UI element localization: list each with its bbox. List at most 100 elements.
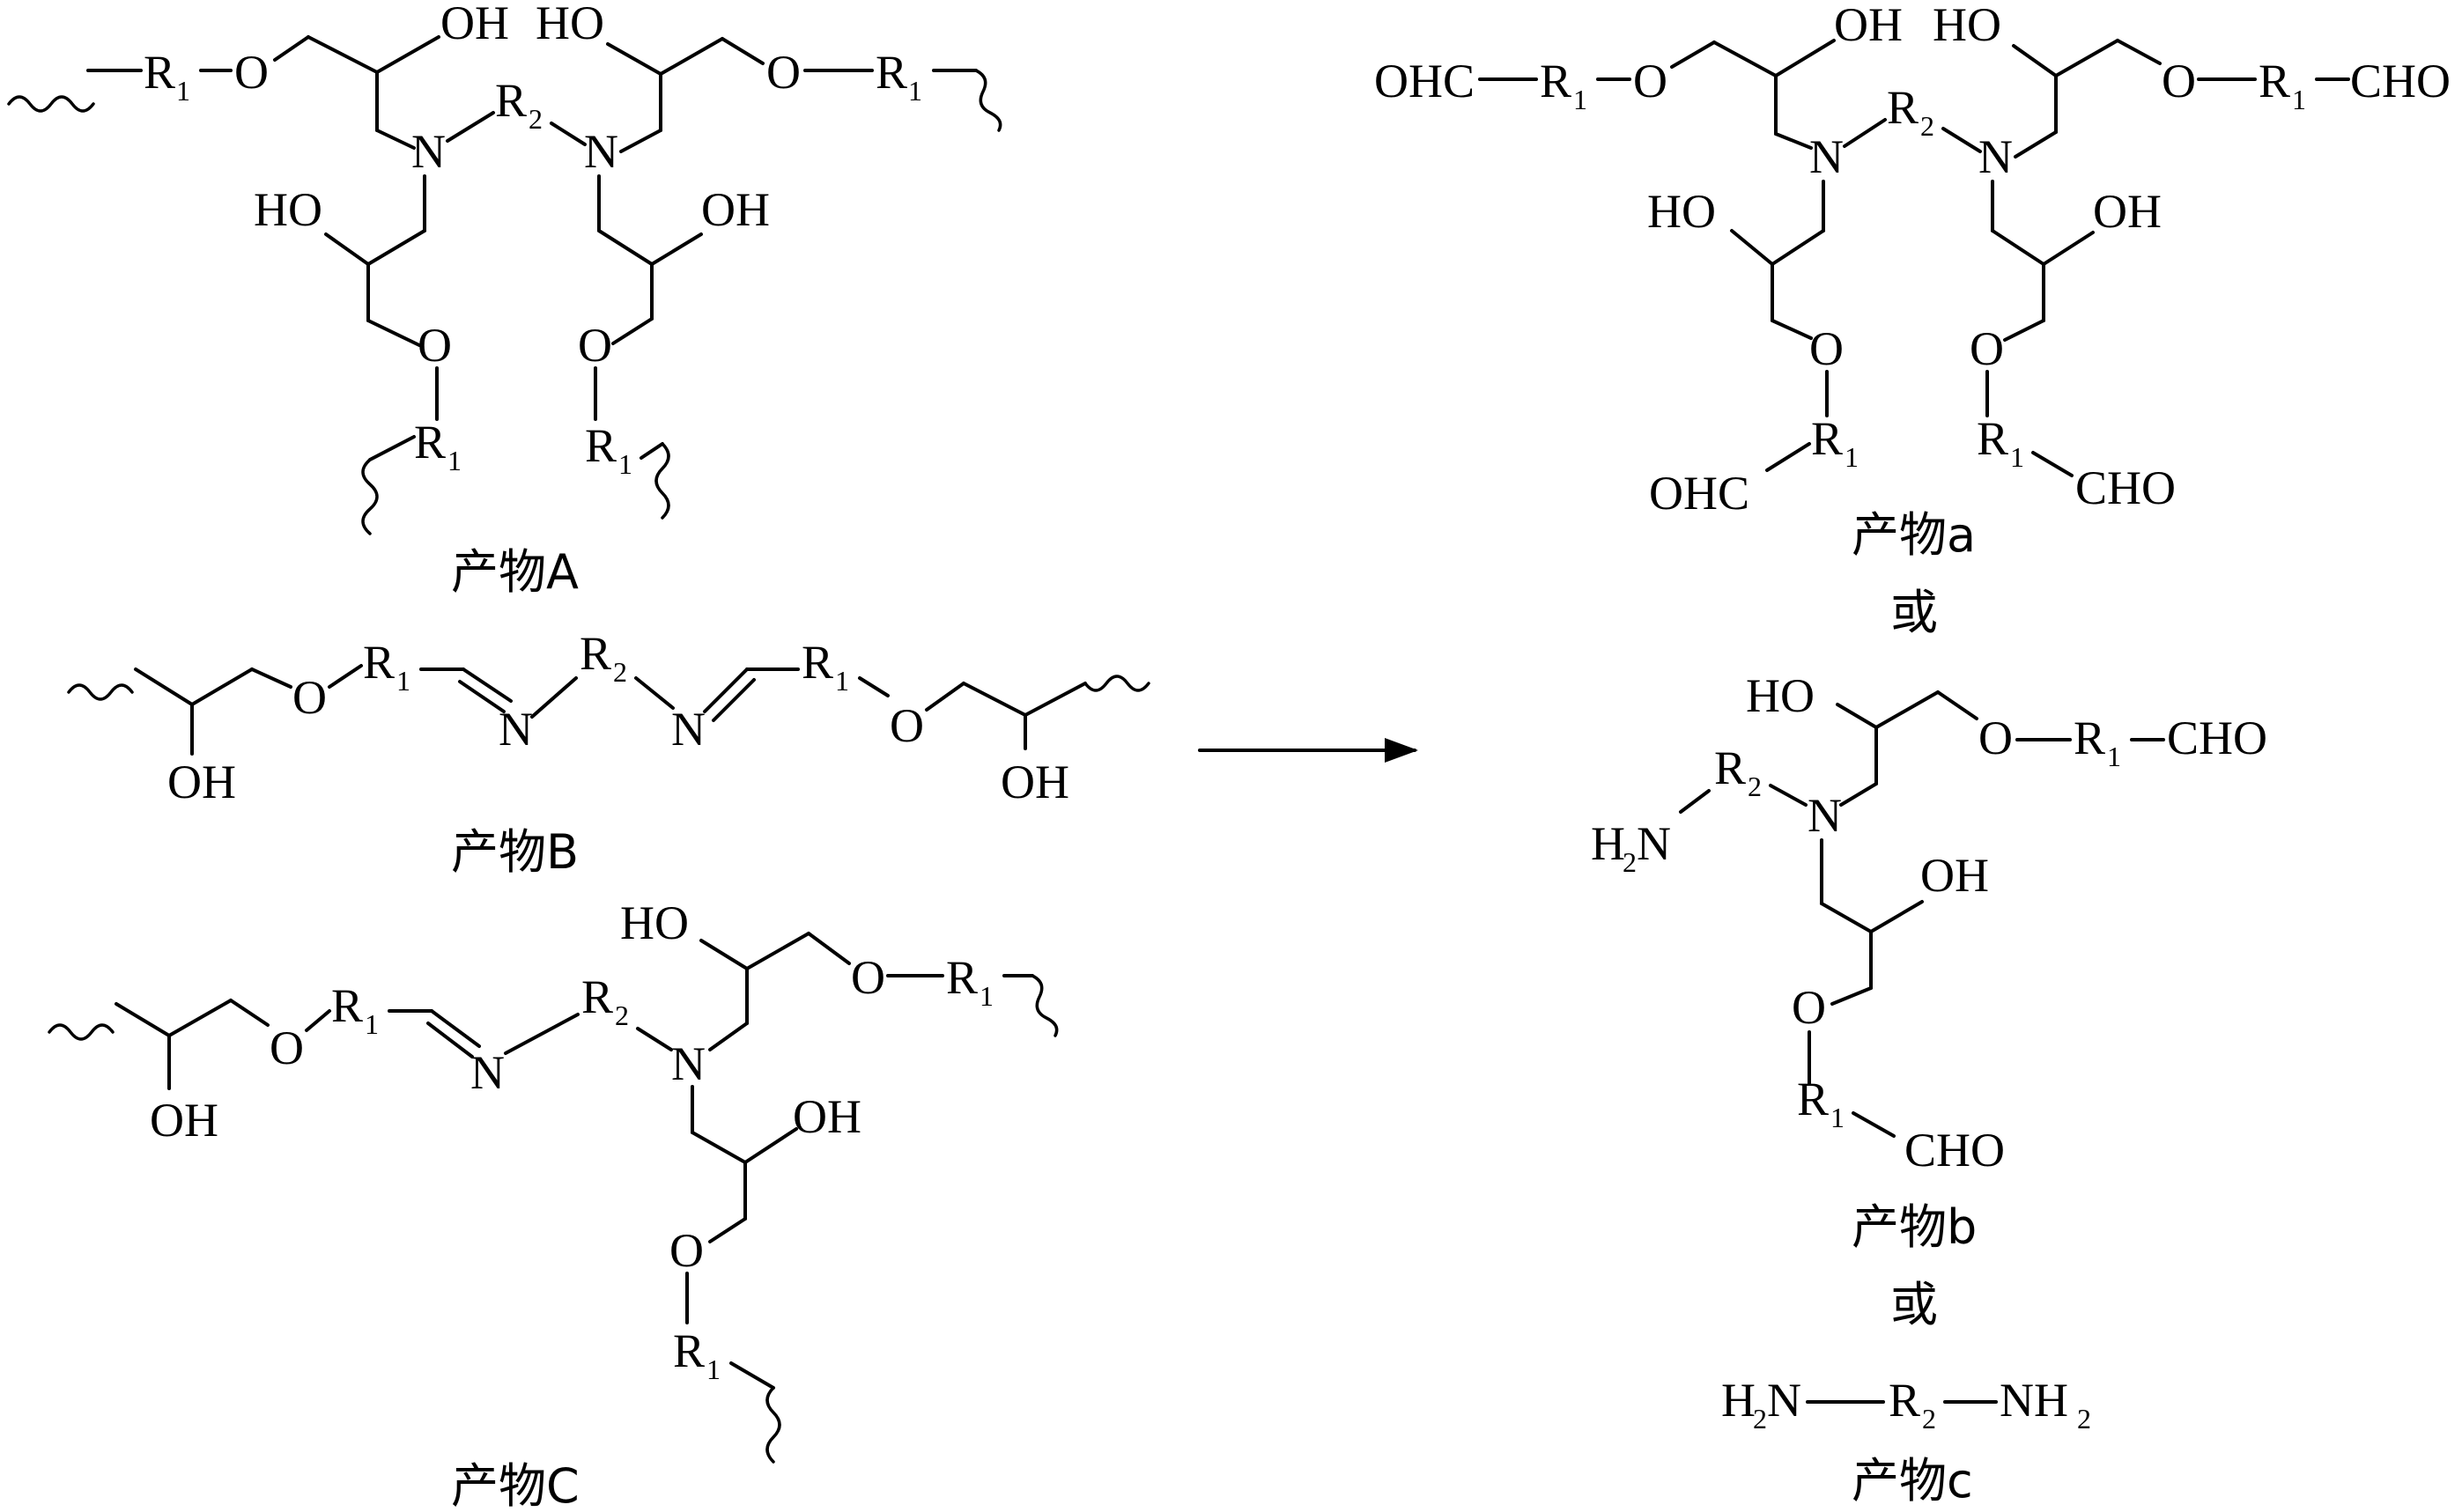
atom-ho: HO bbox=[1933, 0, 2001, 51]
structure-product-b: HO O R 1 CHO N R 2 H 2 N OH O R 1 CHO bbox=[1591, 669, 2267, 1176]
atom-o: O bbox=[1809, 322, 1844, 375]
atom-r: R bbox=[363, 636, 395, 689]
atom-ohc: OHC bbox=[1374, 55, 1475, 107]
label-product-A: 产物A bbox=[451, 544, 579, 600]
label-product-C: 产物C bbox=[451, 1458, 580, 1512]
atom-r: R bbox=[946, 951, 978, 1004]
atom-sub: 1 bbox=[980, 980, 994, 1012]
atom-o: O bbox=[270, 1022, 304, 1074]
arrow-head bbox=[1385, 738, 1418, 763]
atom-o: O bbox=[890, 699, 924, 752]
atom-sub: 1 bbox=[2010, 441, 2024, 473]
atom-n: N bbox=[1637, 817, 1671, 870]
atom-r: R bbox=[581, 970, 613, 1023]
atom-ho: HO bbox=[620, 896, 689, 949]
atom-sub: 2 bbox=[615, 999, 629, 1031]
atom-n: N bbox=[470, 1046, 505, 1099]
atom-o: O bbox=[1792, 981, 1826, 1034]
atom-r: R bbox=[580, 627, 611, 680]
atom-ohc: OHC bbox=[1649, 467, 1749, 520]
atom-n: N bbox=[671, 1037, 706, 1090]
atom-oh: OH bbox=[1834, 0, 1903, 51]
atom-o: O bbox=[851, 951, 885, 1004]
atom-sub: 1 bbox=[908, 75, 922, 107]
atom-h: H bbox=[1721, 1374, 1756, 1427]
atom-sub: 1 bbox=[1573, 84, 1587, 115]
atom-r: R bbox=[1797, 1073, 1829, 1125]
atom-cho: CHO bbox=[2075, 461, 2176, 514]
atom-r: R bbox=[1889, 1374, 1920, 1427]
atom-oh: OH bbox=[793, 1090, 861, 1143]
atom-sub: 2 bbox=[529, 103, 543, 135]
atom-r: R bbox=[802, 636, 833, 689]
atom-ho: HO bbox=[1647, 185, 1716, 238]
atom-oh: OH bbox=[701, 183, 770, 236]
atom-r: R bbox=[1540, 55, 1571, 107]
atom-n: N bbox=[411, 125, 446, 178]
structure-product-a: OHC R 1 O OH N R 2 N HO O R 1 CHO HO bbox=[1374, 0, 2451, 520]
structure-product-A: R 1 O OH N R 2 N HO O R 1 HO bbox=[7, 0, 1002, 535]
atom-cho: CHO bbox=[1904, 1124, 2005, 1176]
atom-r: R bbox=[331, 979, 363, 1032]
atom-sub: 1 bbox=[2292, 84, 2306, 115]
atom-sub: 2 bbox=[1920, 110, 1934, 142]
atom-n: N bbox=[1978, 130, 2013, 183]
atom-r: R bbox=[585, 419, 617, 472]
atom-sub: 1 bbox=[447, 445, 462, 476]
atom-sub: 1 bbox=[835, 665, 849, 697]
atom-cho: CHO bbox=[2350, 55, 2451, 107]
atom-o: O bbox=[1633, 55, 1667, 107]
atom-sub: 2 bbox=[613, 656, 627, 688]
atom-r: R bbox=[2259, 55, 2290, 107]
atom-r: R bbox=[1977, 412, 2008, 465]
atom-oh: OH bbox=[440, 0, 509, 49]
atom-h: H bbox=[1591, 817, 1625, 870]
label-product-a: 产物a bbox=[1852, 507, 1976, 563]
atom-r: R bbox=[2074, 712, 2105, 764]
atom-sub: 2 bbox=[2077, 1403, 2091, 1435]
atom-o: O bbox=[578, 319, 612, 372]
atom-ho: HO bbox=[254, 183, 322, 236]
atom-sub: 1 bbox=[706, 1353, 721, 1385]
label-product-c: 产物c bbox=[1852, 1453, 1973, 1508]
atom-cho: CHO bbox=[2167, 712, 2267, 764]
atom-r: R bbox=[1887, 81, 1919, 134]
structure-product-B: OH O R 1 N R 2 N R 1 O OH bbox=[67, 627, 1150, 808]
atom-sub: 2 bbox=[1753, 1403, 1767, 1435]
label-product-b: 产物b bbox=[1852, 1199, 1977, 1255]
structure-product-C: OH O R 1 N R 2 N HO O R 1 OH O R bbox=[48, 896, 1059, 1464]
atom-n: N bbox=[1767, 1374, 1801, 1427]
atom-r: R bbox=[495, 74, 527, 127]
structure-product-c: H 2 N R 2 NH 2 bbox=[1721, 1374, 2091, 1435]
atom-sub: 1 bbox=[2107, 741, 2121, 772]
label-or-2: 或 bbox=[1890, 1277, 1938, 1332]
atom-sub: 1 bbox=[365, 1008, 379, 1040]
atom-o: O bbox=[1970, 322, 2004, 375]
atom-r: R bbox=[1714, 741, 1746, 794]
atom-n: N bbox=[1809, 130, 1844, 183]
atom-sub: 2 bbox=[1623, 846, 1637, 878]
atom-sub: 1 bbox=[1830, 1102, 1845, 1133]
atom-o: O bbox=[2162, 55, 2196, 107]
atom-r: R bbox=[144, 46, 175, 99]
atom-sub: 1 bbox=[176, 75, 190, 107]
atom-r: R bbox=[673, 1324, 705, 1377]
atom-n: N bbox=[499, 703, 533, 756]
atom-r: R bbox=[414, 416, 446, 468]
atom-sub: 1 bbox=[396, 665, 410, 697]
atom-n: N bbox=[1808, 789, 1842, 842]
atom-o: O bbox=[766, 46, 801, 99]
atom-ho: HO bbox=[1746, 669, 1815, 722]
atom-o: O bbox=[418, 319, 452, 372]
atom-n: N bbox=[584, 125, 618, 178]
atom-sub: 1 bbox=[618, 448, 632, 480]
atom-sub: 2 bbox=[1748, 771, 1762, 802]
atom-oh: OH bbox=[2093, 185, 2162, 238]
atom-oh: OH bbox=[1001, 756, 1069, 808]
atom-sub: 1 bbox=[1845, 441, 1859, 473]
atom-n: N bbox=[671, 703, 706, 756]
label-product-B: 产物B bbox=[451, 824, 579, 880]
atom-sub: 2 bbox=[1922, 1403, 1936, 1435]
